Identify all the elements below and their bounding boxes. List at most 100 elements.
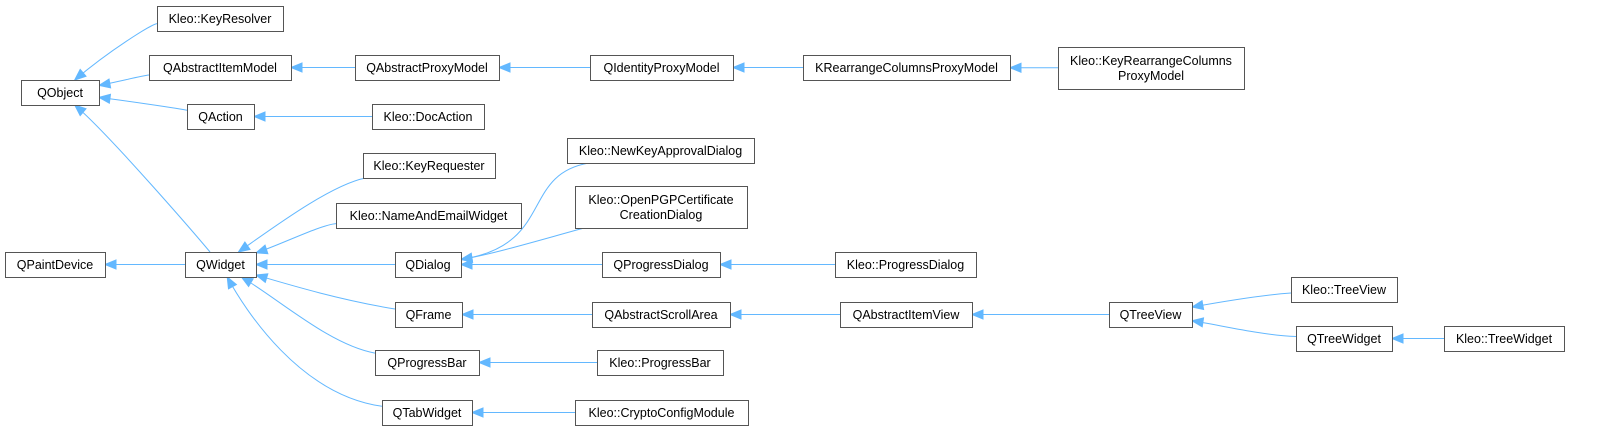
class-node-kleo-docaction[interactable]: Kleo::DocAction (372, 104, 485, 130)
inheritance-edge (241, 276, 376, 354)
class-node-qprogressdialog[interactable]: QProgressDialog (602, 252, 721, 278)
class-node-kleo-keyresolver[interactable]: Kleo::KeyResolver (157, 6, 284, 32)
arrowhead-icon (254, 259, 268, 270)
class-node-box (567, 138, 755, 164)
class-node-qobject[interactable]: QObject (21, 80, 100, 106)
class-node-label: QProgressBar (387, 356, 466, 370)
class-node-label: QAbstractProxyModel (366, 61, 488, 75)
class-node-box (575, 186, 748, 229)
class-node-kleo-treeview[interactable]: Kleo::TreeView (1291, 277, 1398, 303)
class-node-box (5, 252, 106, 278)
class-node-box (1444, 326, 1565, 352)
class-node-label: QIdentityProxyModel (603, 61, 719, 75)
arrowhead-icon (728, 309, 742, 320)
class-node-box (592, 302, 731, 328)
class-node-label: Kleo::KeyResolver (169, 12, 272, 26)
class-node-box (21, 80, 100, 106)
inheritance-edge (226, 276, 383, 407)
class-node-box (840, 302, 973, 328)
class-node-box (336, 203, 522, 229)
inheritance-edge (460, 162, 589, 260)
class-node-label: Kleo::TreeWidget (1456, 332, 1553, 346)
arrowhead-icon (497, 62, 511, 73)
class-node-label: QTreeWidget (1307, 332, 1381, 346)
inheritance-edge (1191, 292, 1292, 308)
class-node-box (355, 55, 500, 81)
class-node-label: QFrame (406, 308, 452, 322)
class-node-box (395, 302, 463, 328)
class-node-box (575, 400, 749, 426)
class-node-box (1296, 326, 1393, 352)
arrowhead-icon (1190, 299, 1205, 311)
arrowhead-icon (254, 244, 269, 255)
class-node-label: Kleo::ProgressDialog (847, 258, 964, 272)
class-node-qprogressbar[interactable]: QProgressBar (375, 350, 480, 376)
arrowhead-icon (252, 111, 266, 122)
class-node-kleo-keyrequester[interactable]: Kleo::KeyRequester (363, 153, 496, 179)
class-node-label: Kleo::ProgressBar (609, 356, 710, 370)
class-node-qabstractproxymodel[interactable]: QAbstractProxyModel (355, 55, 500, 81)
arrowhead-icon (97, 93, 112, 105)
arrowhead-icon (718, 259, 732, 270)
class-node-kleo-progressbar[interactable]: Kleo::ProgressBar (597, 350, 724, 376)
class-node-label: QPaintDevice (17, 258, 93, 272)
class-node-kleo-progressdialog[interactable]: Kleo::ProgressDialog (835, 252, 977, 278)
class-node-label: QAbstractItemModel (163, 61, 277, 75)
class-node-box (835, 252, 977, 278)
arrowhead-icon (731, 62, 745, 73)
class-node-label: KRearrangeColumnsProxyModel (815, 61, 998, 75)
class-node-kleo-newkeyapprovaldialog[interactable]: Kleo::NewKeyApprovalDialog (567, 138, 755, 164)
class-node-krearrangecolumnsproxymodel[interactable]: KRearrangeColumnsProxyModel (803, 55, 1011, 81)
class-node-box (157, 6, 284, 32)
class-node-label: ProxyModel (1118, 69, 1184, 83)
inheritance-edge (255, 223, 337, 254)
class-node-label: Kleo::DocAction (384, 110, 473, 124)
class-node-qpaintdevice[interactable]: QPaintDevice (5, 252, 106, 278)
class-node-box (187, 104, 255, 130)
class-node-kleo-nameandemailwidget[interactable]: Kleo::NameAndEmailWidget (336, 203, 522, 229)
class-node-qtabwidget[interactable]: QTabWidget (382, 400, 473, 426)
arrowhead-icon (477, 357, 491, 368)
class-node-qaction[interactable]: QAction (187, 104, 255, 130)
arrowhead-icon (1390, 333, 1404, 344)
class-node-kleo-cryptoconfigmodule[interactable]: Kleo::CryptoConfigModule (575, 400, 749, 426)
inheritance-edge (238, 177, 366, 253)
class-node-label: Kleo::KeyRequester (373, 159, 484, 173)
class-node-qframe[interactable]: QFrame (395, 302, 463, 328)
class-node-qtreeview[interactable]: QTreeView (1109, 302, 1193, 328)
class-node-box (590, 55, 734, 81)
class-node-label: QProgressDialog (613, 258, 708, 272)
class-node-qtreewidget[interactable]: QTreeWidget (1296, 326, 1393, 352)
class-node-box (372, 104, 485, 130)
class-node-label: QTreeView (1120, 308, 1183, 322)
class-node-label: CreationDialog (620, 208, 703, 222)
class-node-kleo-treewidget[interactable]: Kleo::TreeWidget (1444, 326, 1565, 352)
class-node-qabstractitemmodel[interactable]: QAbstractItemModel (149, 55, 292, 81)
class-node-qwidget[interactable]: QWidget (185, 252, 257, 278)
edges-layer (73, 23, 1444, 418)
class-node-label: QWidget (196, 258, 245, 272)
inheritance-edge (460, 227, 585, 260)
class-node-qdialog[interactable]: QDialog (395, 252, 462, 278)
arrowhead-icon (240, 276, 255, 288)
arrowhead-icon (459, 259, 473, 270)
inheritance-edge (1191, 320, 1297, 337)
class-node-qabstractitemview[interactable]: QAbstractItemView (840, 302, 973, 328)
class-node-box (382, 400, 473, 426)
class-node-box (803, 55, 1011, 81)
class-node-qidentityproxymodel[interactable]: QIdentityProxyModel (590, 55, 734, 81)
class-node-qabstractscrollarea[interactable]: QAbstractScrollArea (592, 302, 731, 328)
class-node-label: Kleo::KeyRearrangeColumns (1070, 54, 1232, 68)
inheritance-edge (98, 96, 188, 111)
class-node-label: QAbstractScrollArea (604, 308, 717, 322)
class-node-box (395, 252, 462, 278)
class-node-label: QAbstractItemView (853, 308, 961, 322)
class-node-label: QAction (198, 110, 243, 124)
class-node-box (185, 252, 257, 278)
class-node-label: Kleo::NewKeyApprovalDialog (579, 144, 742, 158)
class-node-box (1058, 47, 1245, 90)
